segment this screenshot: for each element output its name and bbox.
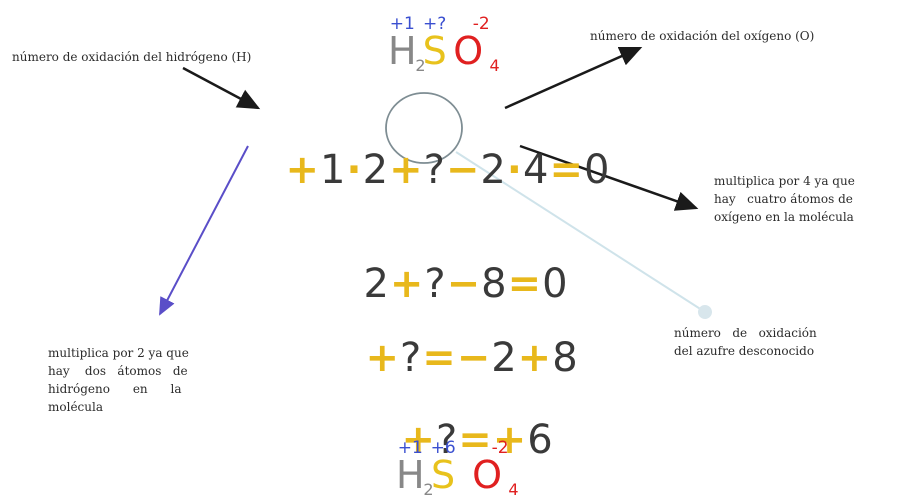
subscript-oxygen: 4: [508, 480, 519, 499]
eq2-token: −: [446, 261, 482, 307]
eq1-token: ·: [346, 147, 363, 193]
subscript-oxygen: 4: [489, 56, 500, 75]
eq1-token: 4: [522, 147, 550, 193]
label-multiply-two-line: hidrógeno en la: [48, 382, 182, 396]
ox-number-oxygen: -2: [472, 14, 490, 34]
eq4-token: +: [401, 417, 436, 463]
label-sulfur-unknown-line: número de oxidación: [674, 326, 817, 340]
formula-top-oxygen: -2 O 4: [447, 14, 499, 76]
equation-3: +?=−2+8: [338, 292, 579, 380]
eq1-token: ?: [423, 147, 446, 193]
eq1-token: +: [285, 147, 320, 193]
label-multiply-two: multiplica por 2 ya que hay dos átomos d…: [48, 344, 258, 416]
arrow-oxygen-label: [504, 46, 643, 110]
element-hydrogen: H: [388, 29, 417, 73]
equation-1: +1·2+?−2·4=0: [258, 104, 610, 192]
eq1-token: 0: [583, 147, 611, 193]
equation-2: 2+?−8=0: [336, 218, 569, 306]
label-sulfur-unknown: número de oxidación del azufre desconoci…: [674, 324, 874, 360]
label-multiply-four-line: multiplica por 4 ya que: [714, 174, 855, 188]
eq2-token: +: [389, 261, 425, 307]
element-oxygen: O: [472, 453, 503, 497]
eq1-token: 1: [319, 147, 347, 193]
formula-top-sulfur: +? S: [422, 14, 447, 73]
formula-bottom-hydrogen: +1 H 2: [396, 438, 434, 500]
eq3-token: 8: [552, 335, 579, 381]
eq1-token: =: [549, 147, 584, 193]
eq3-token: −: [456, 335, 492, 381]
label-multiply-two-line: hay dos átomos de: [48, 364, 188, 378]
element-sulfur: S: [431, 453, 456, 497]
subscript-hydrogen: 2: [423, 480, 434, 499]
eq3-token: =: [422, 335, 457, 381]
subscript-hydrogen: 2: [415, 56, 426, 75]
arrow-sulfur-unknown: [455, 151, 712, 319]
eq2-token: 0: [542, 261, 569, 307]
label-multiply-four: multiplica por 4 ya que hay cuatro átomo…: [714, 172, 904, 226]
eq4-token: =: [458, 417, 493, 463]
ox-number-hydrogen: +1: [389, 14, 415, 34]
element-oxygen: O: [453, 29, 484, 73]
equation-4: +?=+6: [374, 374, 554, 462]
eq3-token: 2: [491, 335, 518, 381]
eq3-token: +: [365, 335, 400, 381]
arrow-multiply-two: [159, 145, 249, 316]
sulfur-circle: [385, 92, 463, 164]
eq2-token: ?: [424, 261, 447, 307]
element-hydrogen: H: [396, 453, 425, 497]
eq1-token: 2: [362, 147, 390, 193]
eq2-token: 2: [363, 261, 390, 307]
formula-bottom-sulfur: +6 S: [430, 438, 456, 497]
arrow-hydrogen-label: [182, 66, 261, 110]
eq1-token: 2: [480, 147, 507, 193]
label-multiply-two-line: multiplica por 2 ya que: [48, 346, 189, 360]
eq3-token: +: [517, 335, 553, 381]
formula-bottom-oxygen: -2 O 4: [466, 438, 518, 500]
label-multiply-four-line: hay cuatro átomos de: [714, 192, 853, 206]
formula-top: +1 H 2 +? S -2 O 4: [388, 14, 500, 76]
formula-top-hydrogen: +1 H 2: [388, 14, 426, 76]
eq4-token: 6: [527, 417, 554, 463]
ox-number-oxygen: -2: [491, 438, 509, 458]
eq4-token: ?: [435, 417, 459, 463]
eq2-token: =: [507, 261, 543, 307]
label-multiply-four-line: oxígeno en la molécula: [714, 210, 854, 224]
eq3-token: ?: [399, 335, 423, 381]
ox-number-hydrogen: +1: [397, 438, 423, 458]
ox-number-sulfur: +6: [430, 438, 456, 458]
label-oxygen-oxidation: número de oxidación del oxígeno (O): [590, 29, 815, 43]
label-hydrogen-oxidation: número de oxidación del hidrógeno (H): [12, 50, 252, 64]
eq4-token: +: [492, 417, 528, 463]
eq1-token: +: [389, 147, 424, 193]
element-sulfur: S: [422, 29, 447, 73]
label-sulfur-unknown-line: del azufre desconocido: [674, 344, 815, 358]
eq1-token: −: [445, 147, 481, 193]
eq2-token: 8: [481, 261, 508, 307]
ox-number-sulfur: +?: [423, 14, 447, 34]
eq1-token: ·: [506, 147, 523, 193]
arrow-multiply-four: [519, 144, 699, 211]
label-multiply-two-line: molécula: [48, 400, 103, 414]
formula-bottom: +1 H 2 +6 S -2 O 4: [396, 438, 519, 500]
